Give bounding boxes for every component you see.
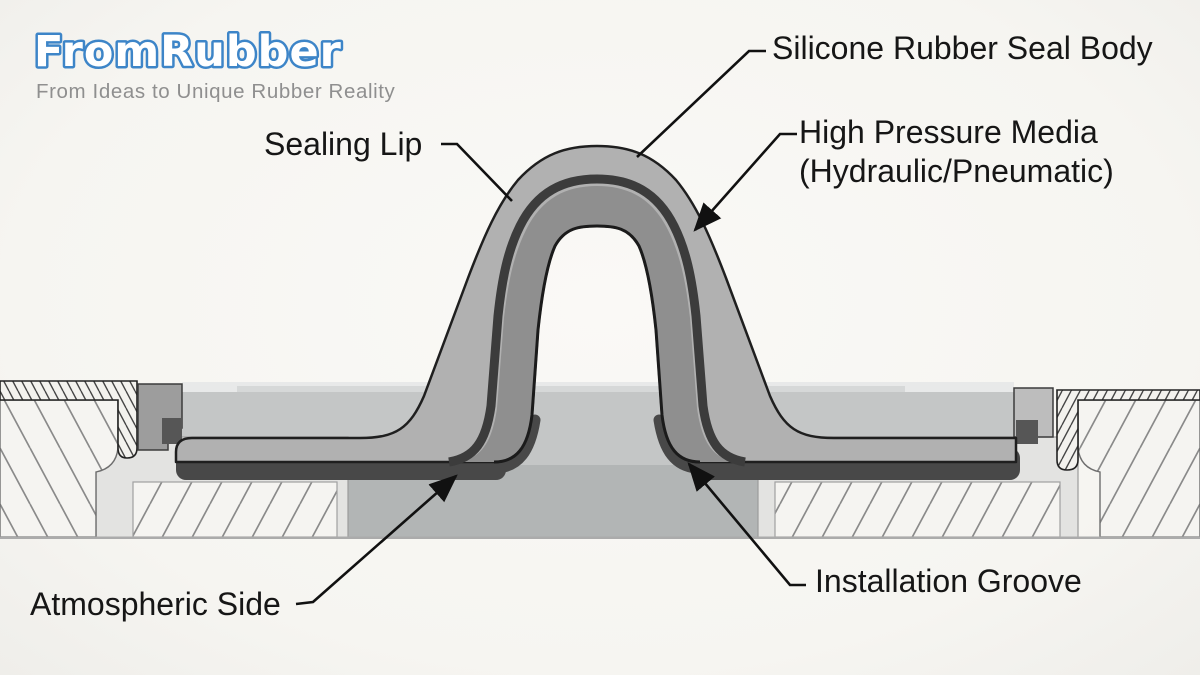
seal-cavity-outline [493, 224, 701, 464]
brand-logo-art: FromRubber [32, 25, 343, 80]
leader-lines [295, 49, 806, 606]
foot-shadow-left [492, 414, 541, 474]
clamp-slot-shadow-right [1016, 420, 1038, 444]
label-atmospheric-side: Atmospheric Side [30, 586, 281, 622]
housing-block-right [1077, 399, 1200, 538]
leader-sealing-lip [441, 142, 513, 202]
lower-plate-hatch-left [132, 481, 338, 538]
label-sealing-lip: Sealing Lip [264, 126, 423, 162]
brand-tagline: From Ideas to Unique Rubber Reality [36, 80, 396, 103]
brand-logo: FromRubber From Ideas to Unique Rubber R… [32, 22, 452, 112]
lower-plate-hatch-right [774, 481, 1061, 538]
seal-dark-layer-line [448, 174, 746, 467]
label-silicone-rubber-seal-body: Silicone Rubber Seal Body [772, 30, 1153, 66]
leader-atmospheric [295, 474, 458, 606]
top-plate-hatch-right [1056, 389, 1200, 471]
seal-inner-band [455, 186, 739, 462]
leader-installation [687, 462, 806, 587]
clamp-slot-shadow-left [162, 418, 182, 444]
label-high-pressure-media: High Pressure Media (Hydraulic/Pneumatic… [799, 113, 1114, 191]
label-high-pressure-media-line1: High Pressure Media [799, 114, 1098, 150]
label-installation-groove: Installation Groove [815, 563, 1082, 599]
leader-seal-body [636, 49, 766, 158]
leader-high-pressure [693, 132, 797, 232]
plate-bottom-edge [0, 536, 1200, 539]
label-high-pressure-media-line2: (Hydraulic/Pneumatic) [799, 153, 1114, 189]
brand-logo-text: FromRubber [34, 27, 342, 77]
top-plate-hatch-left [0, 380, 138, 459]
